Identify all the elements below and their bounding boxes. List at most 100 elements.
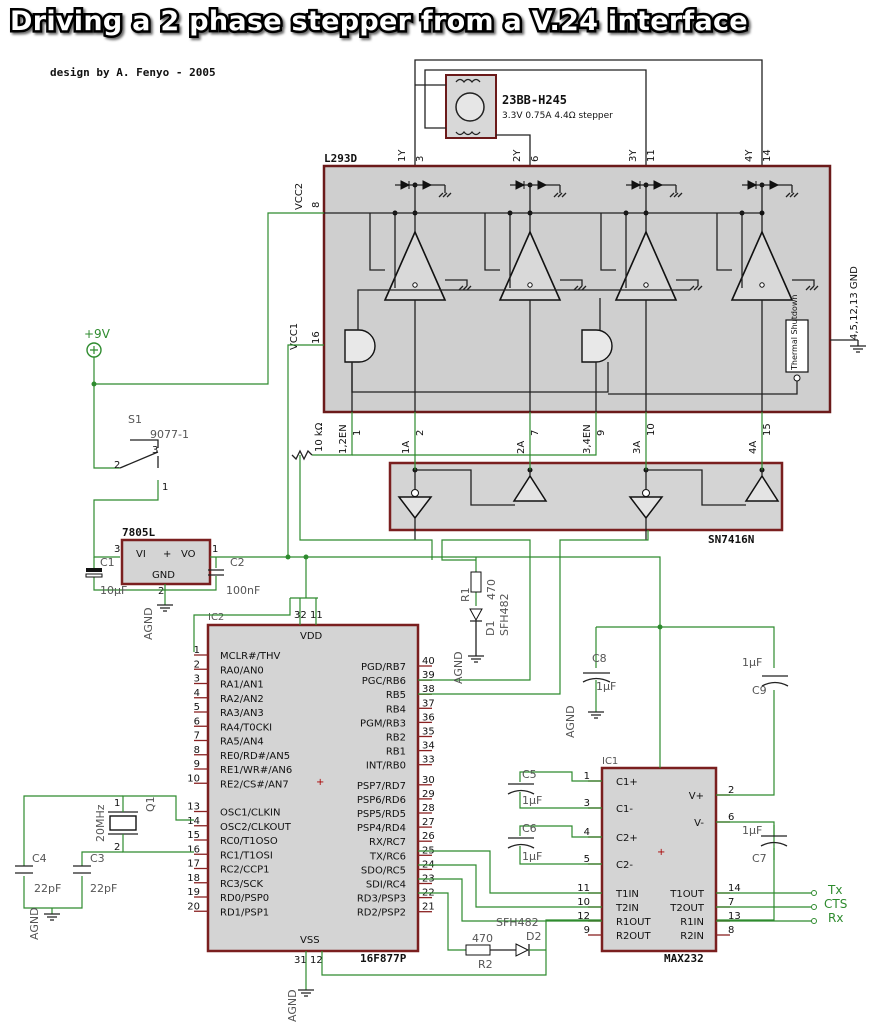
serial-rx: Rx: [828, 911, 843, 925]
max-pin-label: V-: [694, 818, 704, 829]
reg-pin1: 1: [212, 544, 218, 555]
l293-bottom-pin-num: 7: [530, 430, 541, 436]
l293-top-pin-name: 4Y: [744, 149, 755, 162]
r2-ref: R2: [478, 958, 493, 971]
c1-val: 10µF: [100, 584, 127, 597]
max-pin-label: R2OUT: [616, 931, 652, 942]
c2-ref: C2: [230, 556, 245, 569]
pic-pin-label: RE1/WR#/AN6: [220, 765, 292, 776]
pic-pin-number: 13: [187, 802, 200, 813]
pic-pin-label: RE0/RD#/AN5: [220, 751, 290, 762]
r2-val: 470: [472, 932, 493, 945]
max-pin-label: C1+: [616, 777, 638, 788]
d2-part: SFH482: [496, 916, 539, 929]
pic-pin-label: INT/RB0: [366, 761, 406, 772]
l293-top-pin-num: 11: [646, 149, 657, 162]
reg-vo: VO: [181, 549, 196, 560]
max-pin-label: R2IN: [680, 931, 704, 942]
pic-pin-number: 35: [422, 727, 435, 738]
pic-pin-number: 21: [422, 902, 435, 913]
s1-part: 9077-1: [150, 428, 189, 441]
reg-vi: VI: [136, 549, 146, 560]
pic-pin-number: 39: [422, 670, 435, 681]
pic-pin-label: RC1/T1OSI: [220, 850, 273, 861]
pic-pin-number: 30: [422, 775, 435, 786]
pic-ref: IC2: [208, 612, 224, 623]
max-ref: IC1: [602, 756, 618, 767]
l293-pin16: 16: [311, 331, 322, 344]
l293-bottom-pin-num: 2: [415, 430, 426, 436]
switch-s1: S1 9077-1 2 3 1: [114, 413, 189, 493]
l293-bottom-pin-name: 3A: [632, 441, 643, 454]
pic-pin-number: 3: [194, 674, 200, 685]
l293-pin8: 8: [311, 202, 322, 208]
r10k-label: 10 kΩ: [314, 422, 325, 452]
l293-top-pin-num: 14: [762, 149, 773, 162]
agnd-label-2: AGND: [286, 989, 299, 1022]
pic-pin-number: 40: [422, 656, 435, 667]
max-pin-number: 6: [728, 812, 734, 823]
pic-pin-label: RD1/PSP1: [220, 907, 269, 918]
agnd-label-1: AGND: [142, 607, 155, 640]
serial-tx: Tx: [827, 883, 842, 897]
c1-ref: C1: [100, 556, 115, 569]
pic-pin-label: RD2/PSP2: [357, 908, 406, 919]
l293-vcc1-label: VCC1: [289, 323, 300, 350]
max-pin-label: T2OUT: [669, 903, 705, 914]
max-pin-number: 13: [728, 911, 741, 922]
max-name: MAX232: [664, 952, 704, 965]
agnd-label-5: AGND: [564, 705, 577, 738]
supply-label: +9V: [84, 327, 111, 341]
pic-pin-label: RC3/SCK: [220, 879, 263, 890]
pic-pin-number: 17: [187, 859, 200, 870]
pic-pin-label: RA0/AN0: [220, 665, 264, 676]
l293-top-pin-name: 2Y: [512, 149, 523, 162]
motor-name: 23BB-H245: [502, 93, 567, 107]
svg-text:+: +: [163, 549, 171, 560]
pic-pin-label: RA2/AN2: [220, 694, 264, 705]
pic-pin-label: RD0/PSP0: [220, 893, 269, 904]
max-pin-label: R1OUT: [616, 917, 652, 928]
pic-pin-number: 33: [422, 755, 435, 766]
max-pin-number: 9: [584, 925, 590, 936]
pic-pin-label: RC0/T1OSO: [220, 836, 278, 847]
l293-bottom-pin-num: 15: [762, 423, 773, 436]
pic-pin-label: PSP6/RD6: [357, 795, 406, 806]
agnd-label-4: AGND: [28, 907, 41, 940]
c4-ref: C4: [32, 852, 47, 865]
l293-bottom-pin-name: 1A: [401, 441, 412, 454]
xtal-p1: 1: [114, 798, 120, 809]
pic-pin-number: 34: [422, 741, 435, 752]
pic-pin-label: PSP5/RD5: [357, 809, 406, 820]
pic-pin-number: 36: [422, 712, 435, 723]
buffer-gate: [744, 474, 780, 502]
pic-pin-number: 27: [422, 817, 435, 828]
xtal-ref: Q1: [144, 796, 157, 812]
pic-pin-label: RB2: [386, 733, 406, 744]
s1-pin1: 1: [162, 482, 168, 493]
pic-pin-label: OSC1/CLKIN: [220, 808, 280, 819]
s1-ref: S1: [128, 413, 142, 426]
l293-top-pin-num: 6: [530, 156, 541, 162]
reg-gnd: GND: [152, 570, 175, 581]
pic-pin-number: 28: [422, 803, 435, 814]
pic-pin-label: RD3/PSP3: [357, 894, 406, 905]
pic-pin-label: MCLR#/THV: [220, 651, 281, 662]
c4-val: 22pF: [34, 882, 61, 895]
pic-pin-number: 37: [422, 698, 435, 709]
reg-pin2: 2: [158, 586, 164, 597]
xtal-val: 20MHz: [94, 804, 107, 842]
max-pin-number: 10: [577, 897, 590, 908]
max-pin-number: 3: [584, 798, 590, 809]
pic-pin-label: PGC/RB6: [362, 676, 406, 687]
max-pin-number: 4: [584, 827, 590, 838]
thermal-label: Thermal Shutdown: [790, 295, 799, 371]
max-pin-label: C2-: [616, 860, 633, 871]
pic-pin-number: 38: [422, 684, 435, 695]
pic-pin-label: RC2/CCP1: [220, 865, 270, 876]
pic-pin-label: RE2/CS#/AN7: [220, 779, 289, 790]
l293-bottom-pin-name: 4A: [748, 441, 759, 454]
d1-part: SFH482: [498, 593, 511, 636]
